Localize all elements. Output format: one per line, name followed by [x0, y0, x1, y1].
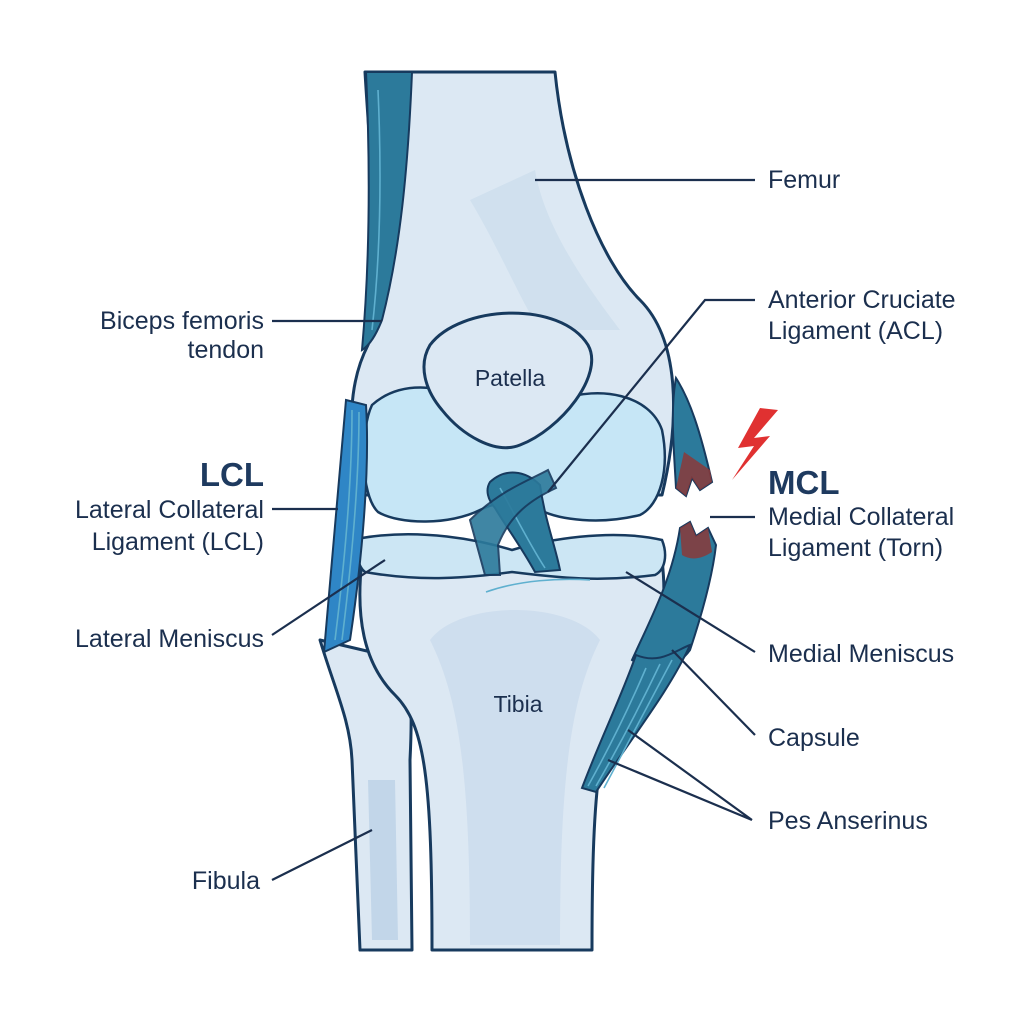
mcl-abbreviation: MCL [768, 464, 839, 501]
patella-label: Patella [475, 365, 546, 391]
mcl-label-line1: Medial Collateral [768, 503, 954, 531]
biceps-label-line2: tendon [188, 336, 264, 364]
lcl-abbreviation: LCL [200, 456, 264, 493]
pes-anserinus-label: Pes Anserinus [768, 807, 928, 835]
femur-label: Femur [768, 166, 840, 194]
tibia-label: Tibia [494, 691, 543, 717]
lcl-label-line2: Ligament (LCL) [92, 528, 264, 556]
mcl-label-line2: Ligament (Torn) [768, 534, 943, 562]
fibula-shade [368, 780, 398, 940]
biceps-label-line1: Biceps femoris [100, 307, 264, 335]
acl-label-line1: Anterior Cruciate [768, 286, 956, 314]
acl-label-line2: Ligament (ACL) [768, 317, 943, 345]
fibula-label: Fibula [192, 867, 260, 895]
capsule-label: Capsule [768, 724, 860, 752]
medial-meniscus-label: Medial Meniscus [768, 640, 954, 668]
leader-capsule [672, 650, 755, 735]
tibial-plateau [358, 534, 665, 578]
lateral-meniscus-label: Lateral Meniscus [75, 625, 264, 653]
lcl-label-line1: Lateral Collateral [75, 496, 264, 524]
